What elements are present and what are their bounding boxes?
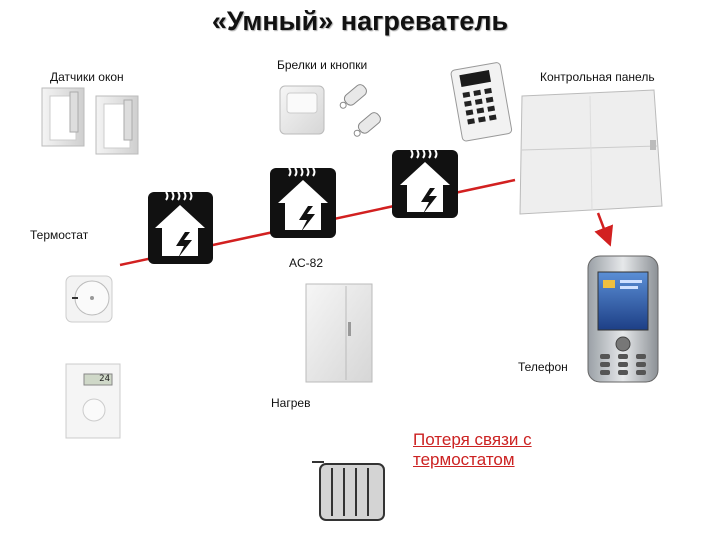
thermostat-display: 24 <box>99 374 110 384</box>
receiver-box-icon <box>305 283 373 383</box>
heating-house-icon <box>270 167 336 238</box>
heating-label: Нагрев <box>271 396 311 410</box>
alert-line-2: термостатом <box>413 450 515 469</box>
dial-thermostat-icon <box>65 275 113 323</box>
alert-message: Потеря связи с термостатом <box>413 430 532 470</box>
page-title: «Умный» нагреватель <box>211 6 509 36</box>
radiator-icon <box>312 461 385 521</box>
alert-line-1: Потеря связи с <box>413 430 532 449</box>
keyfob-icon <box>339 84 367 109</box>
phone-icon <box>587 255 659 383</box>
ac82-label: AC-82 <box>289 256 324 270</box>
phone-arrow <box>594 212 614 247</box>
heating-house-icon <box>148 191 213 264</box>
keyfob-icon <box>353 112 381 137</box>
digital-thermostat-icon <box>65 363 121 439</box>
phone-label: Телефон <box>518 360 568 374</box>
window-sensor-icon <box>95 95 139 155</box>
heating-house-icon <box>392 149 458 218</box>
wireless-button-icon <box>279 85 325 135</box>
thermostat-label: Термостат <box>30 228 89 242</box>
control-panel-icon <box>519 89 663 215</box>
window-sensors-label: Датчики окон <box>50 70 124 84</box>
keypad-icon <box>450 62 513 142</box>
window-sensor-icon <box>41 87 85 147</box>
keyfobs-label: Брелки и кнопки <box>277 58 368 72</box>
control-panel-label: Контрольная панель <box>540 70 655 84</box>
